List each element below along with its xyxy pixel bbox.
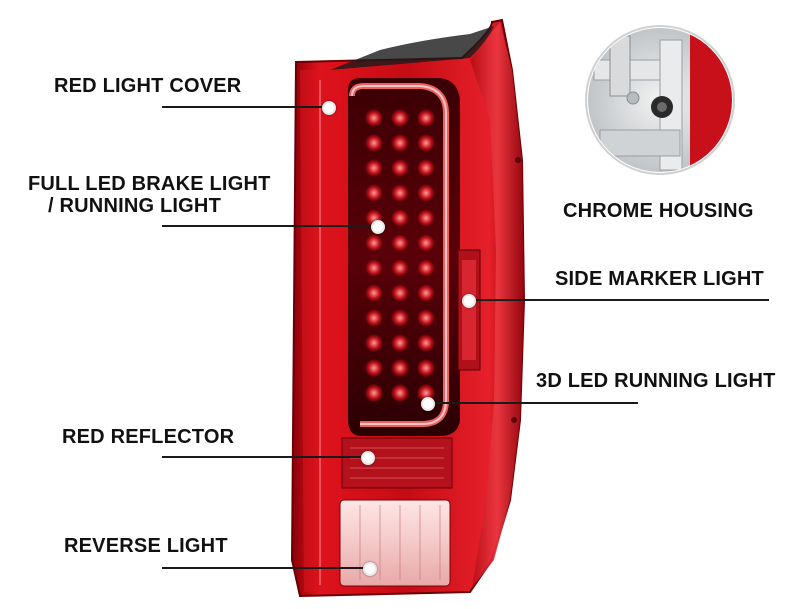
led-cell [391,234,409,252]
led-cell [417,234,435,252]
led-cell [417,184,435,202]
brake-light-line [162,225,375,227]
led-cell [391,209,409,227]
led-cell [391,309,409,327]
led-cell [417,359,435,377]
label-brake-light-line2: / RUNNING LIGHT [48,195,221,217]
led-cell [417,134,435,152]
led-cell [365,384,383,402]
led-cell [417,109,435,127]
led-cell [417,309,435,327]
red-light-cover-line [162,106,328,108]
label-chrome-housing: CHROME HOUSING [563,200,754,222]
led-cell [365,284,383,302]
side-marker-marker [462,294,476,308]
led-running-marker [421,397,435,411]
led-cell [365,109,383,127]
led-cell [365,134,383,152]
led-cell [391,334,409,352]
reverse-light-marker [363,562,377,576]
label-led-running-light: 3D LED RUNNING LIGHT [536,370,776,392]
led-cell [417,334,435,352]
red-light-cover-marker [322,101,336,115]
red-reflector-marker [361,451,375,465]
led-cell [417,159,435,177]
led-cell [365,334,383,352]
brake-light-marker [371,220,385,234]
led-cell [365,234,383,252]
led-cell [365,159,383,177]
led-cell [391,359,409,377]
label-reverse-light: REVERSE LIGHT [64,535,228,557]
led-cell [365,259,383,277]
reverse-light-line [162,567,370,569]
red-reflector-line [162,456,367,458]
led-cell [391,284,409,302]
led-cell [391,184,409,202]
chrome-housing-inset [585,25,735,175]
led-cell [365,359,383,377]
led-cell [365,184,383,202]
side-marker-line [470,299,769,301]
label-red-light-cover: RED LIGHT COVER [54,75,242,97]
label-brake-light-line1: FULL LED BRAKE LIGHT [28,173,271,195]
led-cell [365,309,383,327]
led-running-line [428,402,638,404]
led-cell [417,209,435,227]
led-cell [391,159,409,177]
led-cell [417,284,435,302]
led-cell [417,259,435,277]
led-cell [391,259,409,277]
led-cell [391,134,409,152]
led-array [365,109,435,402]
led-cell [391,384,409,402]
label-red-reflector: RED REFLECTOR [62,426,235,448]
led-cell [391,109,409,127]
label-side-marker-light: SIDE MARKER LIGHT [555,268,764,290]
